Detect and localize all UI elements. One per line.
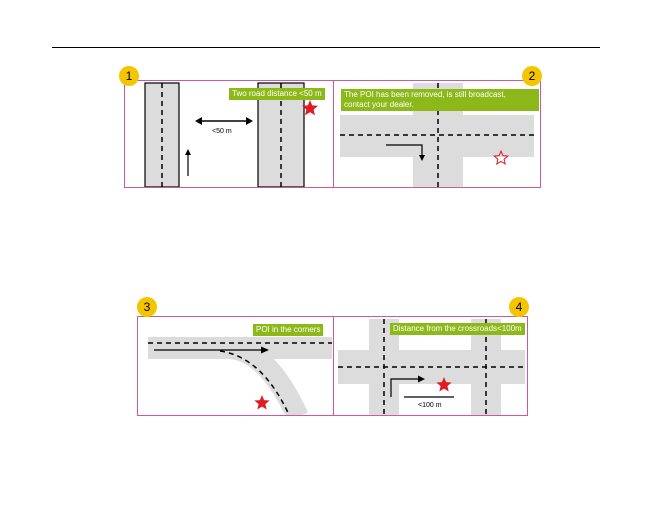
distance-arrow-right-head	[246, 117, 253, 125]
road-right	[257, 82, 305, 187]
panel-1-diagram	[144, 82, 318, 187]
panel-2-label: The POI has been removed, is still broad…	[341, 89, 539, 111]
star-icon	[436, 377, 452, 392]
panel-2-label-line1: The POI has been removed, is still broad…	[344, 90, 506, 99]
panel-3-diagram	[148, 337, 332, 415]
travel-arrow-head	[419, 155, 425, 161]
distance-arrow-left-head	[195, 117, 202, 125]
star-icon	[302, 100, 318, 116]
header-rule	[52, 47, 600, 48]
panel-1-distance: <50 m	[212, 128, 232, 135]
panel-1: Two road distance <50 m <50 m	[124, 80, 334, 188]
panel-3: POI in the corners	[137, 316, 334, 416]
panel-4: Distance from the crossroads<100m <100 m	[333, 316, 528, 416]
star-icon	[254, 395, 270, 410]
panel-3-label: POI in the corners	[253, 324, 324, 336]
road-curve-centerline	[219, 350, 290, 415]
panel-3-number-badge: 3	[137, 297, 157, 317]
panel-2: The POI has been removed, is still broad…	[333, 80, 541, 188]
travel-arrow-head	[185, 149, 191, 155]
panel-4-diagram	[338, 319, 525, 415]
panel-1-number-badge: 1	[119, 66, 139, 86]
panel-4-distance: <100 m	[418, 402, 442, 409]
panel-1-label: Two road distance <50 m	[229, 88, 325, 100]
travel-arrow	[390, 378, 419, 397]
travel-arrow	[386, 144, 423, 157]
panel-2-label-line2: contact your dealer.	[344, 100, 414, 109]
travel-arrow-head	[261, 346, 269, 354]
star-outline-icon	[492, 149, 510, 166]
panel-2-number-badge: 2	[522, 66, 542, 86]
panel-4-label: Distance from the crossroads<100m	[390, 323, 525, 335]
travel-arrow-head	[418, 375, 425, 383]
road-left	[144, 82, 180, 187]
panel-4-number-badge: 4	[509, 297, 529, 317]
